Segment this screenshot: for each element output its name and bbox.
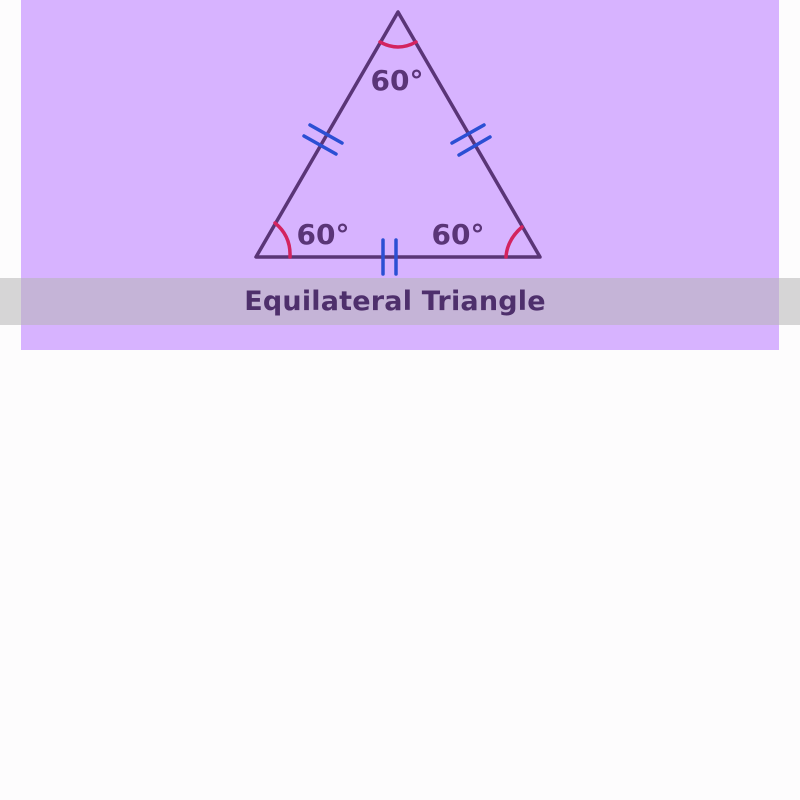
- tick-marks-left-side: [302, 123, 344, 156]
- diagram-caption: Equilateral Triangle: [244, 286, 546, 317]
- angle-label-left: 60°: [297, 218, 350, 251]
- angle-label-right: 60°: [432, 218, 485, 251]
- angle-label-top: 60°: [371, 64, 424, 97]
- angle-arc-right: [504, 225, 524, 259]
- caption-bar: Equilateral Triangle: [0, 278, 800, 325]
- angle-arc-left: [273, 221, 292, 259]
- tick-marks-base: [381, 238, 398, 276]
- tick-marks-right-side: [450, 123, 492, 157]
- angle-arc-top: [378, 40, 418, 49]
